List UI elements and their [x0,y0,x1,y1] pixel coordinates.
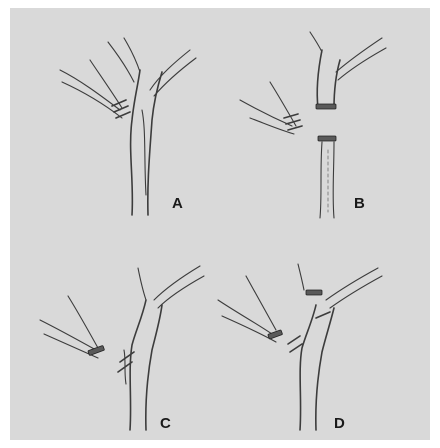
panel-label-a: A [172,195,183,212]
panel-b-drawing [240,32,386,218]
panel-label-d: D [334,415,345,432]
panel-c-drawing [40,266,204,430]
panel-a-drawing [60,38,196,215]
panel-label-b: B [354,195,365,212]
panel-label-c: C [160,415,171,432]
panel-d-drawing [218,264,382,430]
